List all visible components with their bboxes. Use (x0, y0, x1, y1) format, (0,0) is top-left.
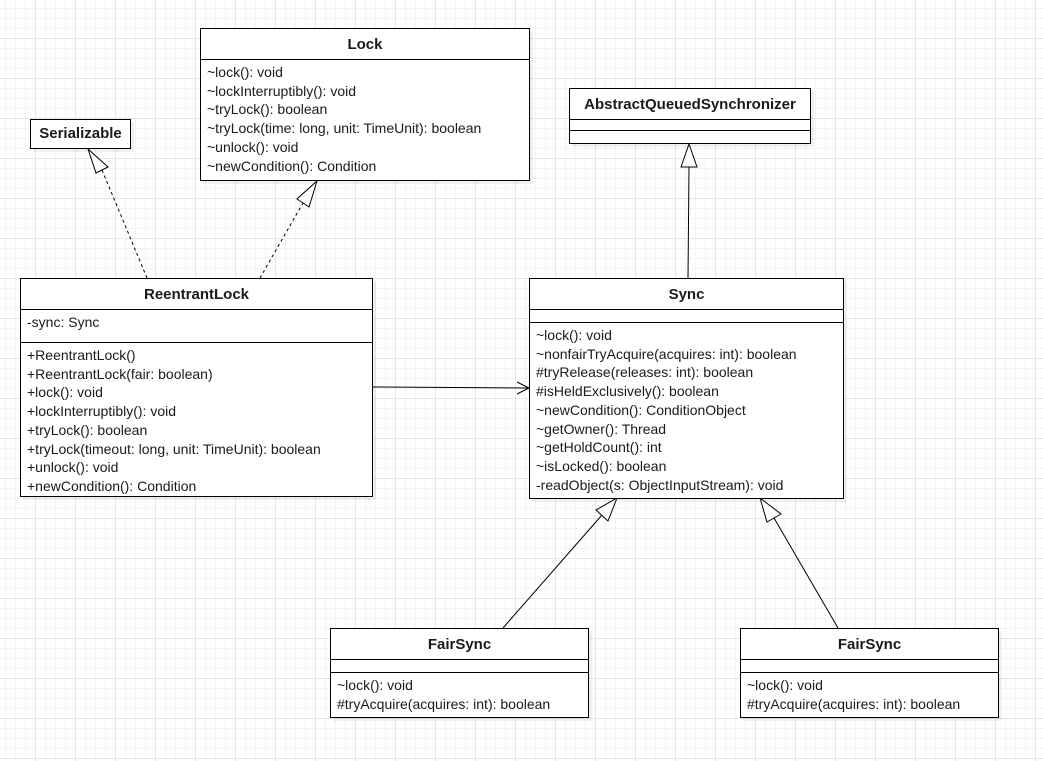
operations-section: +ReentrantLock() +ReentrantLock(fair: bo… (21, 346, 372, 496)
operation: +tryLock(timeout: long, unit: TimeUnit):… (27, 440, 321, 457)
operation: -readObject(s: ObjectInputStream): void (536, 476, 784, 493)
operation: +lock(): void (27, 384, 103, 401)
operation: ~lockInterruptibly(): void (207, 82, 357, 99)
operation: #tryAcquire(acquires: int): boolean (337, 695, 551, 712)
operation: #tryRelease(releases: int): boolean (536, 364, 754, 381)
class-reentrantlock[interactable]: ReentrantLock -sync: Sync +ReentrantLock… (20, 278, 373, 497)
operation: +lockInterruptibly(): void (27, 403, 177, 420)
operation: ~isLocked(): boolean (536, 457, 667, 474)
attributes-section (570, 120, 810, 131)
attributes-section (741, 660, 998, 673)
operation: +unlock(): void (27, 459, 119, 476)
operation: ~newCondition(): Condition (207, 157, 377, 174)
operation: +ReentrantLock(fair: boolean) (27, 365, 213, 382)
operation: ~tryLock(): boolean (207, 101, 328, 118)
edge-fairsync-left-sync[interactable] (502, 496, 618, 629)
class-lock[interactable]: Lock ~lock(): void ~lockInterruptibly():… (200, 28, 530, 181)
edge-sync-aqs[interactable] (680, 142, 698, 279)
operation: #isHeldExclusively(): boolean (536, 383, 719, 400)
edge-reentrantlock-sync[interactable] (372, 381, 531, 395)
attribute: -sync: Sync (27, 314, 100, 330)
operation: ~getHoldCount(): int (536, 439, 662, 456)
operation: ~unlock(): void (207, 138, 299, 155)
class-fairsync-right[interactable]: FairSync ~lock(): void #tryAcquire(acqui… (740, 628, 999, 718)
operations-section: ~lock(): void #tryAcquire(acquires: int)… (331, 676, 588, 713)
operation: ~lock(): void (337, 677, 413, 693)
operation: ~lock(): void (207, 64, 283, 80)
operation: ~nonfairTryAcquire(acquires: int): boole… (536, 345, 797, 362)
operation: +newCondition(): Condition (27, 477, 197, 494)
operation: ~newCondition(): ConditionObject (536, 401, 746, 418)
class-abstract-queued-synchronizer[interactable]: AbstractQueuedSynchronizer (569, 88, 811, 144)
operation: ~lock(): void (536, 327, 612, 343)
operation: ~tryLock(time: long, unit: TimeUnit): bo… (207, 120, 482, 137)
edge-reentrantlock-serializable[interactable] (86, 147, 148, 279)
edge-reentrantlock-lock[interactable] (259, 179, 319, 279)
operations-section: ~lock(): void ~lockInterruptibly(): void… (201, 63, 529, 175)
operations-section: ~lock(): void ~nonfairTryAcquire(acquire… (530, 326, 843, 494)
attributes-section: -sync: Sync (21, 313, 372, 343)
class-sync[interactable]: Sync ~lock(): void ~nonfairTryAcquire(ac… (529, 278, 844, 499)
class-name: AbstractQueuedSynchronizer (570, 89, 810, 120)
class-fairsync-left[interactable]: FairSync ~lock(): void #tryAcquire(acqui… (330, 628, 589, 718)
class-name: ReentrantLock (21, 279, 372, 310)
operations-section: ~lock(): void #tryAcquire(acquires: int)… (741, 676, 998, 713)
edge-fairsync-right-sync[interactable] (759, 496, 839, 629)
class-name: Serializable (39, 125, 122, 142)
class-name: Lock (201, 29, 529, 60)
class-name: Sync (530, 279, 843, 310)
operation: ~lock(): void (747, 677, 823, 693)
operation: ~getOwner(): Thread (536, 420, 667, 437)
operation: #tryAcquire(acquires: int): boolean (747, 695, 961, 712)
class-serializable[interactable]: Serializable (30, 119, 131, 149)
class-name: FairSync (741, 629, 998, 660)
operation: +ReentrantLock() (27, 347, 136, 363)
operation: +tryLock(): boolean (27, 421, 148, 438)
attributes-section (530, 310, 843, 323)
attributes-section (331, 660, 588, 673)
class-name: FairSync (331, 629, 588, 660)
